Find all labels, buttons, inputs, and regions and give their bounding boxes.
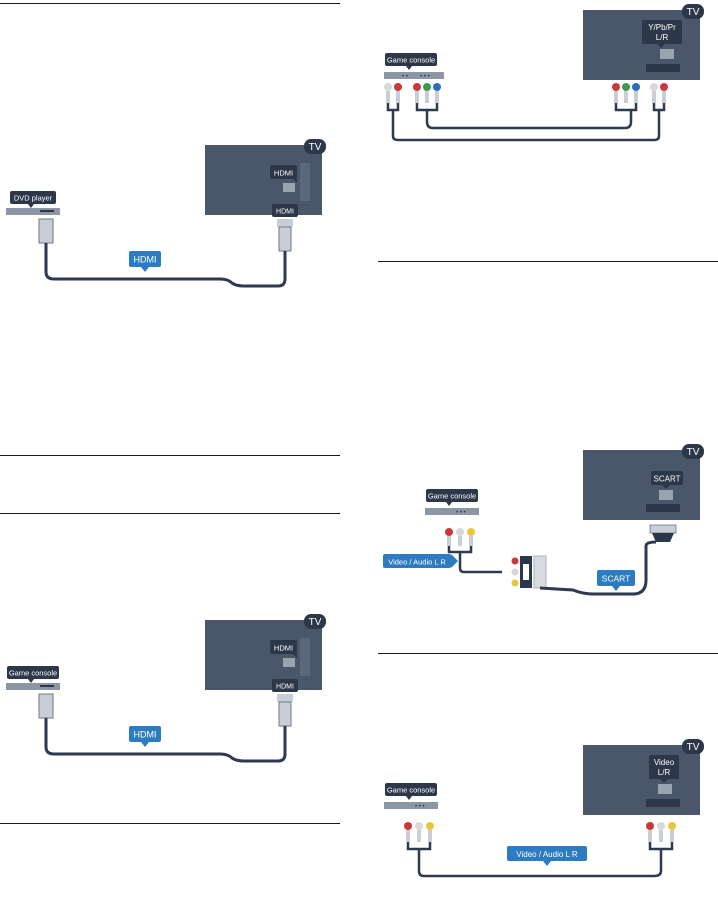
tv-screen — [583, 745, 700, 815]
plug-label — [272, 204, 298, 217]
tv-badge-text: TV — [309, 617, 322, 628]
device-rca-plugs — [404, 822, 434, 842]
tv-rca-plugs — [612, 83, 668, 103]
section-divider — [0, 513, 340, 514]
cable-label-text: SCART — [602, 574, 631, 584]
hdmi-plug-device — [38, 693, 54, 719]
tv-badge-text: TV — [687, 447, 700, 458]
game-console — [384, 802, 438, 809]
tv-port-label — [651, 471, 683, 485]
svg-text:• • •: • • • — [415, 804, 425, 810]
tv-badge — [304, 139, 326, 154]
console-hdmi-diagram: TV HDMI HDMI Game console HDMI — [6, 614, 326, 763]
section-divider — [378, 653, 718, 654]
tv-port-label-text: HDMI — [274, 644, 293, 653]
scart-plug-tv — [649, 524, 677, 534]
tv-badge — [682, 4, 704, 19]
hdmi-port — [283, 183, 295, 192]
device-rca-plugs — [384, 83, 441, 103]
cable-label-text: Video / Audio L R — [516, 850, 578, 859]
cable-label — [129, 726, 161, 742]
tv-port-label-line1: Video — [654, 758, 675, 767]
cable-label — [129, 251, 161, 267]
device-label-text: Game console — [9, 669, 57, 678]
plug-label-text: HDMI — [276, 209, 294, 216]
device-label-text: Game console — [387, 786, 435, 795]
game-console — [425, 508, 479, 515]
device-label — [10, 191, 56, 204]
game-console — [6, 683, 60, 690]
device-label — [385, 53, 437, 66]
tv-port-label-text: SCART — [654, 475, 681, 484]
tv-badge-text: TV — [687, 7, 700, 18]
tv-port-label — [642, 20, 682, 44]
tv-screen — [583, 450, 700, 520]
device-label-text: DVD player — [14, 194, 53, 203]
tv-rca-plugs — [646, 822, 676, 842]
device-label-text: Game console — [428, 492, 476, 501]
tv-port-label-text: HDMI — [274, 169, 293, 178]
hdmi-plug-tv — [278, 701, 292, 727]
console-ypbpr-diagram: TV Y/Pb/Pr L/R Game console • • • • • — [384, 4, 704, 142]
console-scart-diagram: TV SCART Game console • • • Video / Audi… — [383, 444, 704, 596]
section-divider — [0, 823, 340, 824]
tv-port-label — [649, 755, 679, 779]
cable-label — [597, 570, 635, 586]
tv-port-label — [270, 640, 297, 654]
plug-label-text: HDMI — [276, 684, 294, 691]
hdmi-cable — [44, 243, 287, 288]
scart-cable — [539, 540, 657, 596]
device-label — [426, 489, 478, 502]
audio-cable — [386, 103, 666, 142]
console-video-diagram: TV Video L/R Game console • • • Video / … — [384, 739, 704, 878]
tv-badge-text: TV — [687, 742, 700, 753]
rca-cable — [447, 546, 502, 574]
scart-adapter — [511, 555, 547, 589]
tv-screen — [583, 10, 700, 80]
device-label-text: Game console — [387, 56, 435, 65]
section-divider — [0, 455, 340, 456]
adapter-label — [383, 554, 451, 568]
dvd-hdmi-diagram: TV HDMI HDMI DVD player HDMI — [6, 139, 326, 288]
tv-badge — [304, 614, 326, 629]
av-cable — [406, 842, 674, 878]
hdmi-plug-device — [38, 218, 54, 244]
tv-port-label-line1: Y/Pb/Pr — [648, 23, 676, 32]
cable-label — [507, 846, 587, 861]
tv-port-label-line2: L/R — [658, 768, 671, 777]
tv-badge-text: TV — [309, 142, 322, 153]
tv-badge — [682, 739, 704, 754]
section-divider — [378, 261, 718, 262]
dvd-player — [6, 208, 60, 215]
plug-label — [272, 679, 298, 692]
svg-text:• • •: • • • — [456, 510, 466, 516]
tv-port-label-line2: L/R — [656, 33, 669, 42]
section-divider — [0, 3, 340, 4]
adapter-label-text: Video / Audio L R — [388, 558, 446, 567]
component-cable — [415, 103, 638, 130]
device-label — [385, 783, 437, 796]
device-label — [7, 666, 59, 679]
hdmi-cable — [44, 718, 287, 763]
device-rca-plugs — [445, 528, 475, 546]
cable-label-text: HDMI — [134, 730, 157, 740]
hdmi-port — [283, 658, 295, 667]
tv-badge — [682, 444, 704, 459]
hdmi-plug-tv — [278, 226, 292, 252]
cable-label-text: HDMI — [134, 255, 157, 265]
svg-text:• • •: • • • — [420, 74, 430, 80]
game-console — [384, 72, 444, 79]
tv-port-label — [270, 165, 297, 179]
svg-text:• •: • • — [402, 74, 408, 80]
